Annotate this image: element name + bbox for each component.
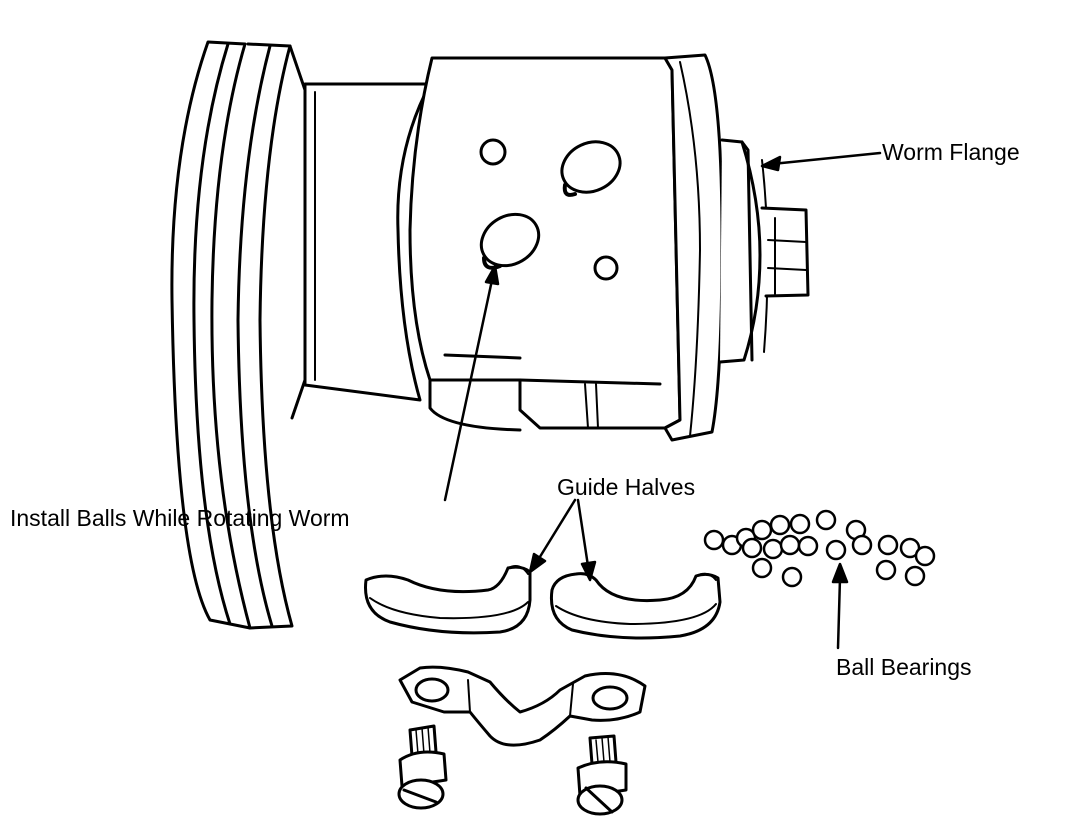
- guide-half-left: [364, 565, 532, 635]
- cylinder-body: [303, 82, 432, 402]
- worm-flange-label: Worm Flange: [882, 139, 1020, 165]
- ball-bearings: [703, 509, 936, 588]
- guide-half-right: [549, 572, 722, 640]
- leader-arrows: [443, 151, 882, 650]
- ball-bearings-label: Ball Bearings: [836, 654, 972, 680]
- pulley-rings: [170, 40, 307, 630]
- worm-flange: [718, 138, 810, 364]
- clamp-screw-left: [397, 724, 448, 810]
- port-hole-small-top: [479, 138, 507, 166]
- port-hole-small-bottom: [593, 255, 619, 281]
- guide-clamp: [398, 665, 647, 747]
- guide-halves-label: Guide Halves: [557, 474, 696, 500]
- steering-gear-housing: [170, 40, 810, 630]
- install-balls-label: Install Balls While Rotating Worm: [10, 505, 350, 531]
- valve-block: [408, 56, 682, 432]
- clamp-screw-right: [576, 734, 628, 816]
- worm-port-hole: [479, 212, 541, 268]
- port-hole-large-top: [560, 140, 622, 194]
